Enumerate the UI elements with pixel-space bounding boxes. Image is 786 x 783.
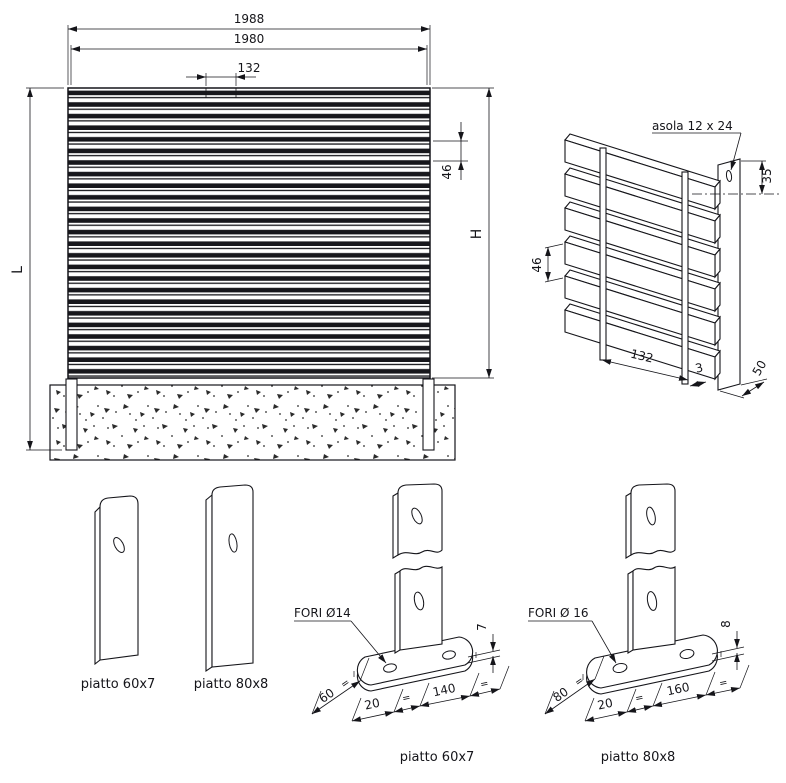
dim-H: H: [432, 87, 494, 379]
dim-46-iso-label: 46: [530, 257, 544, 272]
dim-3: 3: [689, 360, 707, 387]
dim-1988-label: 1988: [234, 12, 265, 26]
iso-view: asola 12 x 24 35 46 132 3: [530, 119, 780, 399]
flat-bar-60x7: piatto 60x7: [81, 495, 156, 692]
dim-module-iso: 132: [601, 347, 689, 381]
dim-80-label: 80: [550, 685, 571, 705]
dim-7-label: 7: [475, 623, 489, 631]
right-post: [422, 378, 435, 451]
slot-hole: [725, 170, 733, 182]
dim-3-label: 3: [694, 360, 704, 375]
louver-panel: [67, 87, 431, 379]
flat-bar-60x7-label: piatto 60x7: [81, 677, 156, 692]
iso-flat-bar-right: [681, 171, 689, 385]
dim-L-label: L: [10, 266, 26, 274]
fori-16-callout: FORI Ø 16: [528, 606, 617, 664]
iso-flat-bar-left: [599, 147, 607, 361]
dim-20-label: 20: [596, 696, 614, 713]
dim-1980-label: 1980: [234, 32, 265, 46]
base-assembly-60x7: FORI Ø14 7 60 = 20: [294, 483, 510, 765]
eq-mark: =: [401, 692, 411, 705]
dim-160-label: 160: [666, 680, 691, 698]
dim-46-front-label: 46: [440, 164, 454, 179]
front-view: 1988 1980 132 L H: [10, 12, 494, 461]
dim-50: 50: [719, 358, 770, 399]
base-80x8-dims: 80 = 20 = 160 =: [544, 655, 750, 722]
concrete-foundation: [49, 384, 456, 461]
eq-mark: =: [479, 678, 489, 691]
dim-132-front-label: 132: [238, 61, 261, 75]
dim-35: 35: [741, 160, 774, 194]
slot-callout: asola 12 x 24: [652, 119, 742, 171]
fori-16-label: FORI Ø 16: [528, 606, 589, 620]
dim-L: L: [10, 87, 64, 451]
dim-overall-width: 1988: [67, 12, 431, 85]
louver-slats-iso: [564, 133, 721, 381]
fori-14-label: FORI Ø14: [294, 606, 351, 620]
dim-50-label: 50: [750, 358, 770, 378]
dim-module-front: 132: [186, 61, 260, 86]
base-80x8-caption: piatto 80x8: [601, 750, 676, 765]
left-post: [65, 378, 78, 451]
fori-14-callout: FORI Ø14: [294, 606, 387, 664]
dim-8-label: 8: [719, 620, 733, 628]
flat-bar-80x8-label: piatto 80x8: [194, 677, 269, 692]
eq-mark: =: [339, 677, 352, 691]
dim-H-label: H: [469, 229, 485, 240]
dim-60-label: 60: [316, 686, 337, 706]
eq-mark: =: [718, 677, 728, 690]
dim-thickness-8: 8: [711, 620, 745, 670]
dim-pitch-iso: 46: [530, 243, 564, 283]
slot-label: asola 12 x 24: [652, 119, 733, 133]
eq-mark: =: [634, 692, 644, 705]
dim-132-iso-label: 132: [629, 347, 654, 366]
flat-bar-80x8: piatto 80x8: [194, 484, 269, 692]
dim-20-label: 20: [363, 696, 381, 713]
base-assembly-80x8: FORI Ø 16 8 80 = 20: [528, 483, 750, 765]
base-60x7-caption: piatto 60x7: [400, 750, 475, 765]
dim-thickness-7: 7: [467, 623, 501, 673]
dim-35-label: 35: [760, 168, 774, 183]
dim-140-label: 140: [432, 681, 457, 699]
dim-inner-width: 1980: [70, 32, 428, 85]
dim-pitch-front: 46: [433, 122, 468, 180]
